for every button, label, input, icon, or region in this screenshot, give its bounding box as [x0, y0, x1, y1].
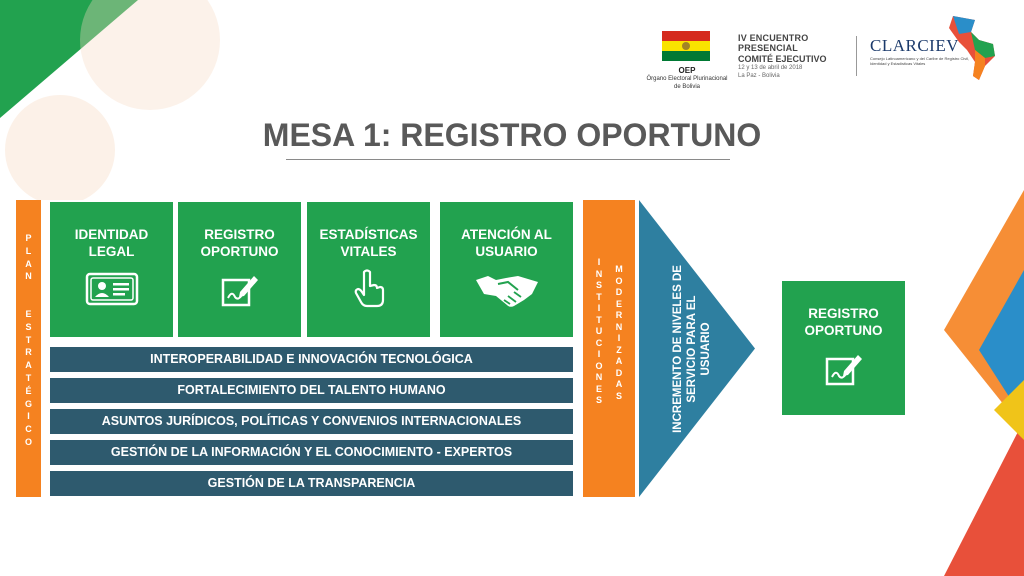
bar-letter: C — [25, 424, 32, 435]
box-label-line1: ATENCIÓN AL — [461, 227, 552, 242]
bar-letter: T — [596, 314, 602, 325]
box-identidad-legal: IDENTIDAD LEGAL — [50, 202, 173, 337]
event-date: 12 y 13 de abril de 2018 — [738, 65, 803, 71]
bar-letter: E — [25, 309, 32, 319]
clarciev-name: CLARCIEV — [870, 36, 959, 55]
modernizadas-column: M O D E R N I Z A D A S — [613, 264, 625, 402]
box-estadisticas-vitales: ESTADÍSTICAS VITALES — [307, 202, 430, 337]
bar-letter: N — [595, 372, 603, 382]
clarciev-logo: CLARCIEV Consejo Latinoamericano y del C… — [870, 36, 970, 66]
bar-letter: S — [25, 321, 32, 332]
bar-letter: T — [25, 334, 32, 345]
event-location: La Paz - Bolivia — [738, 73, 780, 79]
bar-letter: É — [25, 385, 32, 396]
bar-letter: T — [25, 372, 32, 383]
instituciones-modernizadas-bar: I N S T I T U C I O N E S M O D E R N I … — [583, 200, 635, 497]
service-increment-arrow — [639, 200, 755, 497]
oep-logo-subtitle: Órgano Electoral Plurinacional de Bolivi… — [646, 76, 728, 90]
americas-map-icon — [949, 16, 995, 80]
bar-letter: I — [597, 349, 601, 359]
id-card-icon — [85, 272, 138, 306]
bar-letter: I — [617, 333, 621, 343]
box-atencion-al-usuario: ATENCIÓN AL USUARIO — [440, 202, 573, 337]
instituciones-column: I N S T I T U C I O N E S — [593, 257, 605, 407]
box-label-line2: LEGAL — [88, 244, 135, 259]
bar-letter: L — [25, 245, 32, 256]
plan-estrategico-bar: P L A N E S T R A T É G I C O — [16, 200, 41, 497]
arrow-label-line3: USUARIO — [700, 321, 712, 376]
bar-letter: C — [595, 337, 603, 348]
bar-letter: M — [615, 264, 623, 274]
arrow-label-line2: SERVICIO PARA EL — [686, 294, 698, 403]
arrow-label-line1: INCREMENTO DE NIVELES DE — [672, 264, 684, 433]
bar-letter: D — [615, 287, 623, 297]
bar-letter: R — [25, 347, 32, 358]
bar-letter: E — [595, 383, 602, 394]
box-label-line2: USUARIO — [475, 244, 538, 259]
bar-letter: I — [597, 257, 601, 267]
decorative-corner-right — [944, 190, 1024, 576]
page-title: MESA 1: REGISTRO OPORTUNO — [262, 117, 762, 153]
bar-letter: N — [595, 268, 603, 279]
bar-letter: S — [615, 390, 622, 401]
title-underline — [286, 159, 730, 160]
box-label-line2: OPORTUNO — [200, 244, 279, 259]
strip-talento-humano: FORTALECIMIENTO DEL TALENTO HUMANO — [50, 378, 573, 403]
arrow-label: INCREMENTO DE NIVELES DE SERVICIO PARA E… — [657, 200, 727, 497]
bar-letter: O — [595, 360, 603, 371]
bar-letter: I — [597, 303, 601, 313]
strip-asuntos-juridicos: ASUNTOS JURÍDICOS, POLÍTICAS Y CONVENIOS… — [50, 409, 573, 434]
bar-letter: N — [25, 271, 32, 282]
box-label-line2: OPORTUNO — [804, 323, 883, 338]
bar-letter: S — [595, 280, 602, 290]
handshake-icon — [475, 276, 538, 307]
header-divider — [856, 36, 857, 76]
strip-transparencia: GESTIÓN DE LA TRANSPARENCIA — [50, 471, 573, 496]
event-line-2: COMITÉ EJECUTIVO — [738, 54, 827, 64]
bar-letter: O — [24, 436, 32, 447]
bar-letter: D — [615, 367, 623, 378]
box-registro-oportuno: REGISTRO OPORTUNO — [178, 202, 301, 337]
strip-interoperabilidad: INTEROPERABILIDAD E INNOVACIÓN TECNOLÓGI… — [50, 347, 573, 372]
signed-document-icon — [221, 276, 258, 307]
oep-logo-title: OEP — [678, 66, 696, 75]
bar-letter: G — [24, 398, 32, 409]
bar-letter: A — [615, 356, 623, 366]
bar-letter: U — [595, 326, 603, 336]
box-label-line2: VITALES — [340, 244, 397, 259]
strip-gestion-informacion: GESTIÓN DE LA INFORMACIÓN Y EL CONOCIMIE… — [50, 440, 573, 465]
signed-document-icon — [825, 355, 862, 386]
box-label-line1: ESTADÍSTICAS — [319, 227, 418, 242]
bar-letter: N — [615, 321, 623, 332]
bar-letter: A — [615, 379, 623, 389]
oep-logo: OEP Órgano Electoral Plurinacional de Bo… — [646, 67, 728, 91]
event-line-1: IV ENCUENTRO PRESENCIAL — [738, 33, 809, 53]
bar-letter: A — [25, 258, 32, 269]
bar-letter: I — [27, 411, 30, 422]
box-label-line1: REGISTRO — [204, 227, 275, 242]
clarciev-subtitle: Consejo Latinoamericano y del Caribe de … — [870, 56, 970, 66]
result-box-registro-oportuno: REGISTRO OPORTUNO — [782, 281, 905, 415]
bar-letter: Z — [616, 344, 622, 355]
bolivia-flag-icon — [662, 31, 710, 61]
box-label-line1: REGISTRO — [808, 306, 879, 321]
bar-letter: T — [596, 291, 602, 302]
bar-letter: S — [595, 395, 602, 405]
bar-letter: R — [615, 310, 623, 320]
pointing-hand-icon — [354, 269, 384, 308]
decorative-corner-left — [0, 0, 220, 200]
bar-letter: O — [615, 275, 623, 286]
bar-letter: E — [615, 298, 622, 309]
bar-letter: A — [25, 360, 32, 371]
box-label-line1: IDENTIDAD — [74, 227, 149, 242]
bar-letter: P — [25, 233, 32, 243]
event-info: IV ENCUENTRO PRESENCIAL COMITÉ EJECUTIVO… — [738, 33, 853, 80]
